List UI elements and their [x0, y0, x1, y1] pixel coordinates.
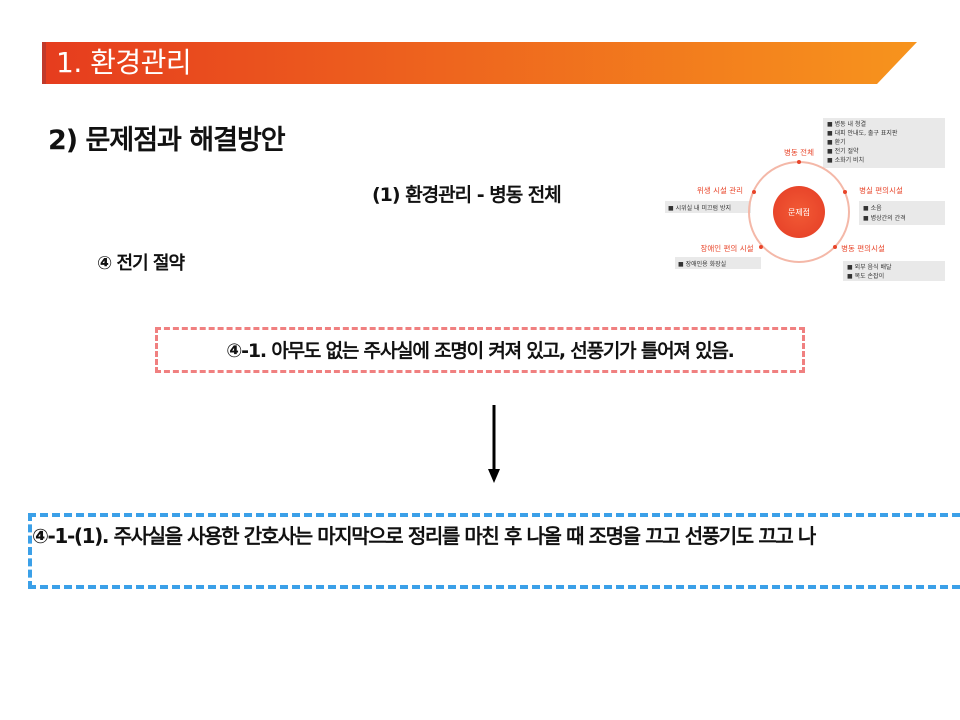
- list-box-right-top: [859, 201, 945, 225]
- list-box-top: [823, 118, 945, 168]
- list-item: ■ 소음: [863, 205, 882, 212]
- category-right-top: 병실 편의시설: [859, 185, 903, 195]
- down-arrow-icon: [488, 405, 500, 483]
- diagram-center-label: 문제점: [788, 207, 810, 217]
- solution-box: ④-1-(1). 주사실을 사용한 간호사는 마지막으로 정리를 마친 후 나올…: [28, 513, 960, 589]
- list-item: ■ 외부 음식 배달: [847, 263, 892, 271]
- item-title: ④ 전기 절약: [97, 253, 185, 274]
- problem-box: ④-1. 아무도 없는 주사실에 조명이 켜져 있고, 선풍기가 틀어져 있음.: [155, 327, 805, 373]
- list-item: ■ 환기: [827, 138, 846, 146]
- category-top: 병동 전체: [784, 147, 814, 157]
- subtitle: 2) 문제점과 해결방안: [48, 125, 286, 156]
- category-right-bottom: 병동 편의시설: [841, 243, 885, 253]
- section-title: (1) 환경관리 - 병동 전체: [372, 184, 562, 206]
- title-bar: [42, 42, 917, 84]
- problem-text: ④-1. 아무도 없는 주사실에 조명이 켜져 있고, 선풍기가 틀어져 있음.: [226, 340, 735, 362]
- list-item: ■ 시위실 내 미끄럼 방지: [668, 204, 731, 212]
- page-title: 1. 환경관리: [56, 46, 192, 79]
- list-item: ■ 병동 내 청결: [827, 120, 866, 128]
- problem-diagram: 문제점 병동 전체 위생 시설 관리 병실 편의시설 장애인 편의 시설 병동 …: [665, 118, 945, 281]
- category-left-bottom: 장애인 편의 시설: [700, 243, 753, 253]
- list-item: ■ 장애인용 화장실: [678, 260, 726, 268]
- list-item: ■ 병상간의 간격: [863, 214, 906, 222]
- list-box-left-top: [665, 201, 751, 213]
- list-item: ■ 소화기 비치: [827, 156, 864, 164]
- list-item: ■ 전기 절약: [827, 147, 859, 155]
- title-bar-background: [42, 42, 917, 84]
- list-box-left-bottom: [675, 257, 761, 269]
- diagram-center: [773, 186, 825, 238]
- list-box-right-bottom: [843, 261, 945, 281]
- solution-text: ④-1-(1). 주사실을 사용한 간호사는 마지막으로 정리를 마친 후 나올…: [32, 524, 816, 548]
- list-item: ■ 복도 손잡이: [847, 272, 884, 280]
- title-accent: [42, 42, 46, 84]
- list-item: ■ 대피 안내도, 출구 표지판: [827, 129, 898, 137]
- category-left-top: 위생 시설 관리: [697, 185, 743, 195]
